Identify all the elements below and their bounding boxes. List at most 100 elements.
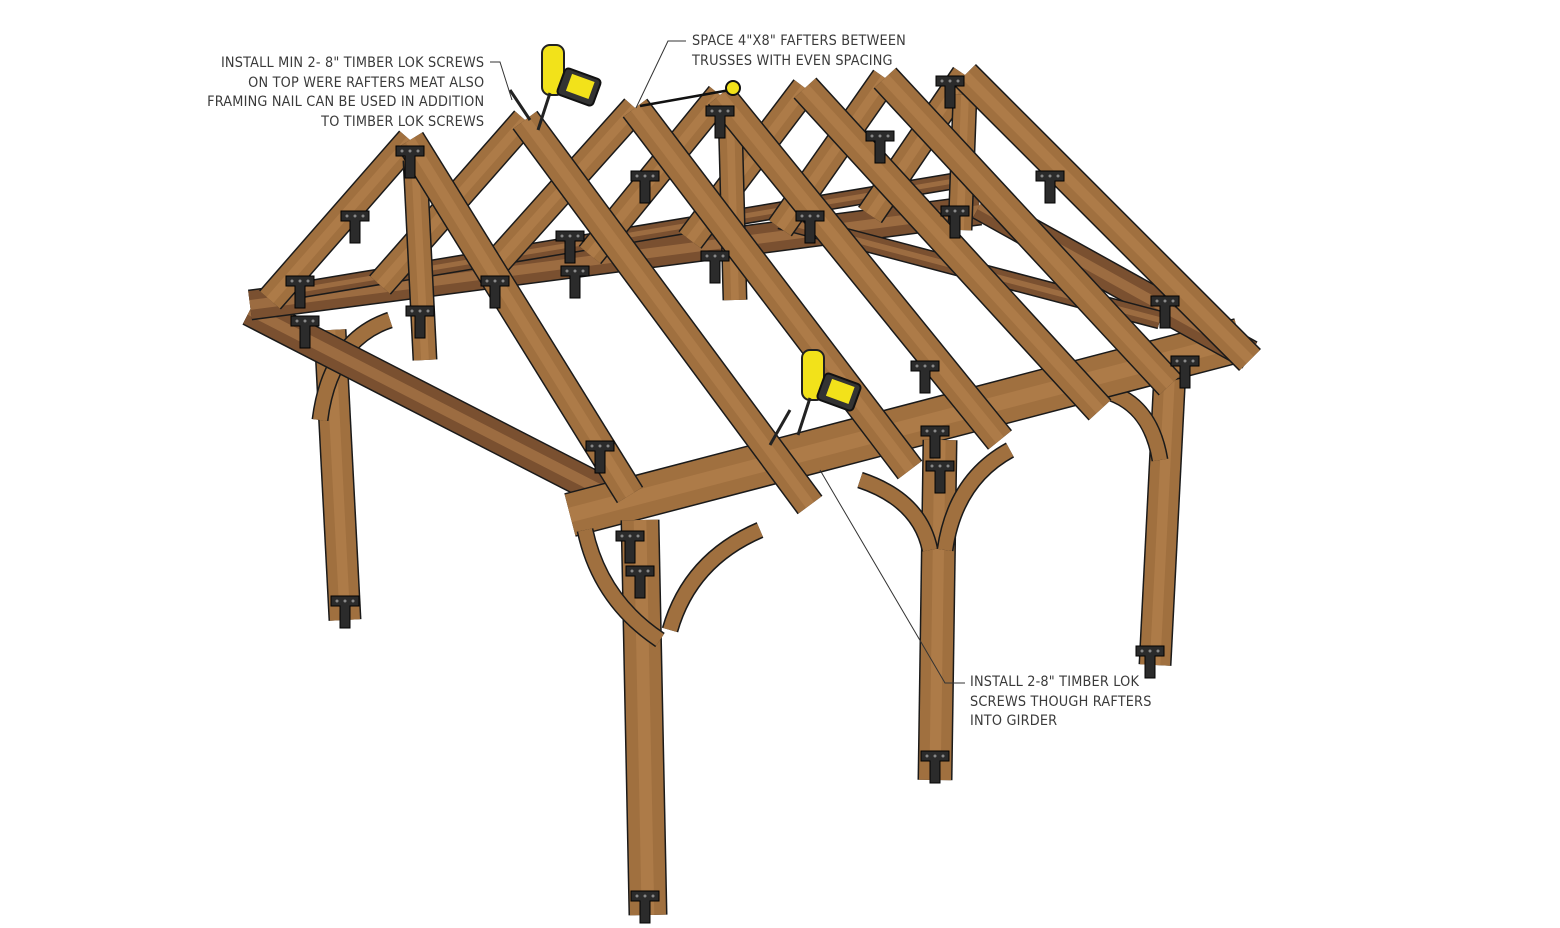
bracket-bolt <box>1148 649 1152 653</box>
bracket-bolt <box>630 569 634 573</box>
bracket-bolt <box>651 174 655 178</box>
bracket-bolt <box>915 364 919 368</box>
steel-bracket-25 <box>630 170 660 204</box>
bracket-bolt <box>1163 299 1167 303</box>
bracket-bolt <box>925 754 929 758</box>
bracket-bolt <box>953 209 957 213</box>
rafter-right-6-highlight <box>881 74 1174 389</box>
rafter-right-4-highlight <box>716 91 1004 444</box>
annotation-line: ON TOP WERE RAFTERS MEAT ALSO <box>247 74 484 91</box>
steel-bracket-17 <box>1150 295 1180 329</box>
bracket-bolt <box>870 134 874 138</box>
bracket-bolt <box>1156 649 1160 653</box>
knee-brace-front-right-a <box>857 473 937 552</box>
bracket-bolt <box>1175 359 1179 363</box>
annotation-timber-lok-screws-top: INSTALL MIN 2- 8" TIMBER LOK SCREWS ON T… <box>207 54 484 132</box>
steel-bracket-14 <box>330 595 360 629</box>
bracket-bolt <box>576 234 580 238</box>
bracket-bolt <box>941 429 945 433</box>
bracket-bolt <box>643 894 647 898</box>
bracket-bolt <box>290 279 294 283</box>
bracket-bolt <box>710 109 714 113</box>
timber-lok-screw <box>508 89 532 121</box>
rafter-left-1-highlight <box>266 137 414 303</box>
bracket-bolt <box>345 214 349 218</box>
bracket-bolt <box>560 234 564 238</box>
bracket-bolt <box>581 269 585 273</box>
bracket-bolt <box>1056 174 1060 178</box>
bracket-bolt <box>930 464 934 468</box>
steel-bracket-7 <box>585 440 615 474</box>
tie-beam-left-gable-highlight <box>247 305 623 505</box>
bracket-bolt <box>808 214 812 218</box>
annotation-line: TRUSSES WITH EVEN SPACING <box>692 52 893 69</box>
bracket-bolt <box>718 109 722 113</box>
bracket-bolt <box>933 429 937 433</box>
bracket-bolt <box>1171 299 1175 303</box>
annotation-line: FRAMING NAIL CAN BE USED IN ADDITION <box>206 94 484 110</box>
knee-brace-front-right-b <box>938 443 1014 552</box>
bracket-bolt <box>933 754 937 758</box>
steel-bracket-18 <box>1035 170 1065 204</box>
drill-icon-girder-bit <box>796 397 812 436</box>
steel-bracket-11 <box>925 460 955 494</box>
rafter-right-5-highlight <box>801 84 1104 414</box>
bracket-bolt <box>643 174 647 178</box>
annotation-line: INSTALL 2-8" TIMBER LOK <box>970 674 1140 690</box>
bracket-bolt <box>878 134 882 138</box>
drill-icon-top-battery-stripe <box>565 73 595 99</box>
bracket-bolt <box>931 364 935 368</box>
bracket-bolt <box>636 534 640 538</box>
steel-bracket-26 <box>555 230 585 264</box>
bracket-bolt <box>351 599 355 603</box>
steel-bracket-15 <box>1135 645 1165 679</box>
annotation-line: SCREWS THOUGH RAFTERS <box>970 693 1152 710</box>
girder-front-right-highlight <box>568 332 1242 523</box>
bracket-bolt <box>408 149 412 153</box>
bracket-bolt <box>361 214 365 218</box>
steel-bracket-8 <box>615 530 645 564</box>
bracket-bolt <box>1040 174 1044 178</box>
bracket-bolt <box>646 569 650 573</box>
bracket-bolt <box>311 319 315 323</box>
tape-measure-icon <box>725 80 741 96</box>
king-post-middle-truss-highlight <box>726 109 739 301</box>
bracket-bolt <box>410 309 414 313</box>
bracket-bolt <box>925 429 929 433</box>
steel-bracket-13 <box>630 890 660 924</box>
rafter-right-2-highlight <box>521 117 814 508</box>
bracket-bolt <box>941 754 945 758</box>
bracket-bolt <box>416 149 420 153</box>
bracket-bolt <box>635 174 639 178</box>
bracket-bolt <box>590 444 594 448</box>
knee-brace-front-left-b-outline <box>661 522 764 633</box>
annotation-rafter-spacing: SPACE 4"X8" FAFTERS BETWEEN TRUSSES WITH… <box>692 32 906 71</box>
steel-bracket-22 <box>795 210 825 244</box>
bracket-bolt <box>721 254 725 258</box>
bracket-bolt <box>940 79 944 83</box>
bracket-bolt <box>886 134 890 138</box>
leader-line-bottom-right <box>819 469 965 684</box>
bracket-bolt <box>1140 649 1144 653</box>
steel-bracket-19 <box>940 205 970 239</box>
rafter-right-7-highlight <box>961 71 1254 364</box>
bracket-bolt <box>418 309 422 313</box>
steel-bracket-5 <box>395 145 425 179</box>
steel-bracket-3 <box>285 275 315 309</box>
bracket-bolt <box>306 279 310 283</box>
steel-bracket-16 <box>1170 355 1200 389</box>
rafter-right-1-highlight <box>405 137 635 498</box>
post-back-right-highlight <box>1149 369 1176 666</box>
bracket-bolt <box>493 279 497 283</box>
bracket-bolt <box>426 309 430 313</box>
bracket-bolt <box>565 269 569 273</box>
drill-icon-top-bit <box>536 92 552 131</box>
bracket-bolt <box>568 234 572 238</box>
steel-bracket-6 <box>480 275 510 309</box>
bracket-bolt <box>400 149 404 153</box>
steel-bracket-21 <box>910 360 940 394</box>
steel-bracket-28 <box>865 130 895 164</box>
bracket-bolt <box>295 319 299 323</box>
bracket-bolt <box>816 214 820 218</box>
